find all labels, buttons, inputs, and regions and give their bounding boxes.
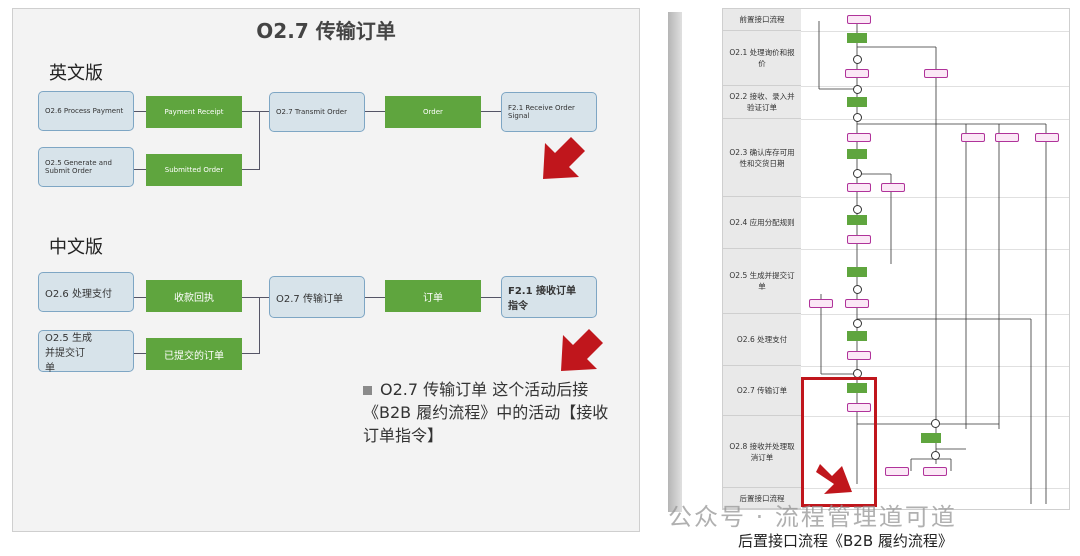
connector — [134, 169, 146, 170]
red-pointer-arrow-icon — [543, 137, 585, 179]
event-shape — [961, 133, 985, 142]
event-shape — [885, 467, 909, 476]
gateway-shape — [853, 169, 862, 178]
lane-label: 后置接口流程 — [723, 488, 801, 509]
function-shape — [847, 33, 867, 43]
connector — [242, 111, 269, 112]
watermark: 公众号 · 流程管理道可道 — [668, 503, 957, 531]
event-shape — [847, 235, 871, 244]
en-o25-box: O2.5 Generate and Submit Order — [38, 147, 134, 187]
zh-payment-receipt-box: 收款回执 — [146, 280, 242, 312]
lane-divider — [801, 416, 1069, 417]
lane-label: O2.8 接收并处理取消订单 — [723, 416, 801, 488]
event-shape — [1035, 133, 1059, 142]
connector — [242, 353, 259, 354]
flow-caption: 后置接口流程《B2B 履约流程》 — [738, 532, 953, 550]
lane-divider — [801, 31, 1069, 32]
bullet-square-icon — [363, 386, 372, 395]
function-shape — [847, 331, 867, 341]
function-shape — [847, 215, 867, 225]
event-shape — [845, 299, 869, 308]
connector — [481, 297, 501, 298]
event-shape — [845, 69, 869, 78]
lane-label: O2.3 确认库存可用性和交货日期 — [723, 119, 801, 197]
zh-order-box: 订单 — [385, 280, 481, 312]
en-submitted-order-box: Submitted Order — [146, 154, 242, 186]
lane-label: O2.1 处理询价和报价 — [723, 31, 801, 86]
process-flow-diagram: 前置接口流程 O2.1 处理询价和报价 O2.2 接收、录入并验证订单 O2.3… — [722, 8, 1070, 510]
lane-divider — [801, 197, 1069, 198]
en-o27-box: O2.7 Transmit Order — [269, 92, 365, 132]
red-pointer-arrow-icon — [561, 329, 603, 371]
en-order-box: Order — [385, 96, 481, 128]
gateway-shape — [853, 55, 862, 64]
event-shape — [881, 183, 905, 192]
connector — [259, 111, 260, 170]
zh-f21-box: F2.1 接收订单指令 — [501, 276, 597, 318]
lane-divider — [801, 314, 1069, 315]
lane-divider — [801, 366, 1069, 367]
event-shape — [924, 69, 948, 78]
highlight-box — [801, 377, 877, 507]
lane-divider — [801, 119, 1069, 120]
event-shape — [809, 299, 833, 308]
zh-o27-box: O2.7 传输订单 — [269, 276, 365, 318]
lane-divider — [801, 86, 1069, 87]
gateway-shape — [853, 285, 862, 294]
zh-o25-box: O2.5 生成并提交订单 — [38, 330, 134, 374]
function-shape — [847, 149, 867, 159]
function-shape — [921, 433, 941, 443]
event-shape — [847, 403, 871, 412]
gateway-shape — [931, 451, 940, 460]
connector — [259, 297, 260, 354]
lane-label: O2.5 生成并提交订单 — [723, 249, 801, 314]
chinese-section-label: 中文版 — [49, 237, 103, 258]
note-body: O2.7 传输订单 这个活动后接《B2B 履约流程》中的活动【接收订单指令】 — [363, 380, 609, 445]
connector — [481, 111, 501, 112]
zh-o26-box: O2.6 处理支付 — [38, 272, 134, 312]
connector — [365, 111, 385, 112]
gateway-shape — [853, 113, 862, 122]
gateway-shape — [853, 85, 862, 94]
function-shape — [847, 267, 867, 277]
event-shape — [923, 467, 947, 476]
slide-title: O2.7 传输订单 — [256, 19, 396, 43]
event-shape — [847, 133, 871, 142]
en-o26-box: O2.6 Process Payment — [38, 91, 134, 131]
lane-label: O2.7 传输订单 — [723, 366, 801, 416]
connector — [242, 169, 259, 170]
note-text: O2.7 传输订单 这个活动后接《B2B 履约流程》中的活动【接收订单指令】 — [363, 378, 613, 447]
english-section-label: 英文版 — [49, 63, 103, 84]
event-shape — [995, 133, 1019, 142]
connector — [242, 297, 269, 298]
zh-submitted-order-box: 已提交的订单 — [146, 338, 242, 370]
event-shape — [847, 351, 871, 360]
function-shape — [847, 97, 867, 107]
connector — [134, 111, 146, 112]
gateway-shape — [853, 205, 862, 214]
connector — [134, 297, 146, 298]
red-down-arrow-icon — [816, 464, 852, 494]
function-shape — [847, 383, 867, 393]
event-shape — [847, 183, 871, 192]
connector — [134, 353, 146, 354]
gateway-shape — [931, 419, 940, 428]
lane-label: O2.6 处理支付 — [723, 314, 801, 366]
lane-divider — [801, 488, 1069, 489]
lane-divider — [801, 249, 1069, 250]
gateway-shape — [853, 319, 862, 328]
lane-label: 前置接口流程 — [723, 9, 801, 31]
connector — [365, 297, 385, 298]
lane-label: O2.4 应用分配规则 — [723, 197, 801, 249]
event-shape — [847, 15, 871, 24]
lane-label: O2.2 接收、录入并验证订单 — [723, 86, 801, 119]
left-slide: O2.7 传输订单 英文版 O2.6 Process Payment O2.5 … — [12, 8, 640, 532]
en-payment-receipt-box: Payment Receipt — [146, 96, 242, 128]
en-f21-box: F2.1 Receive Order Signal — [501, 92, 597, 132]
divider-bar — [668, 12, 682, 512]
